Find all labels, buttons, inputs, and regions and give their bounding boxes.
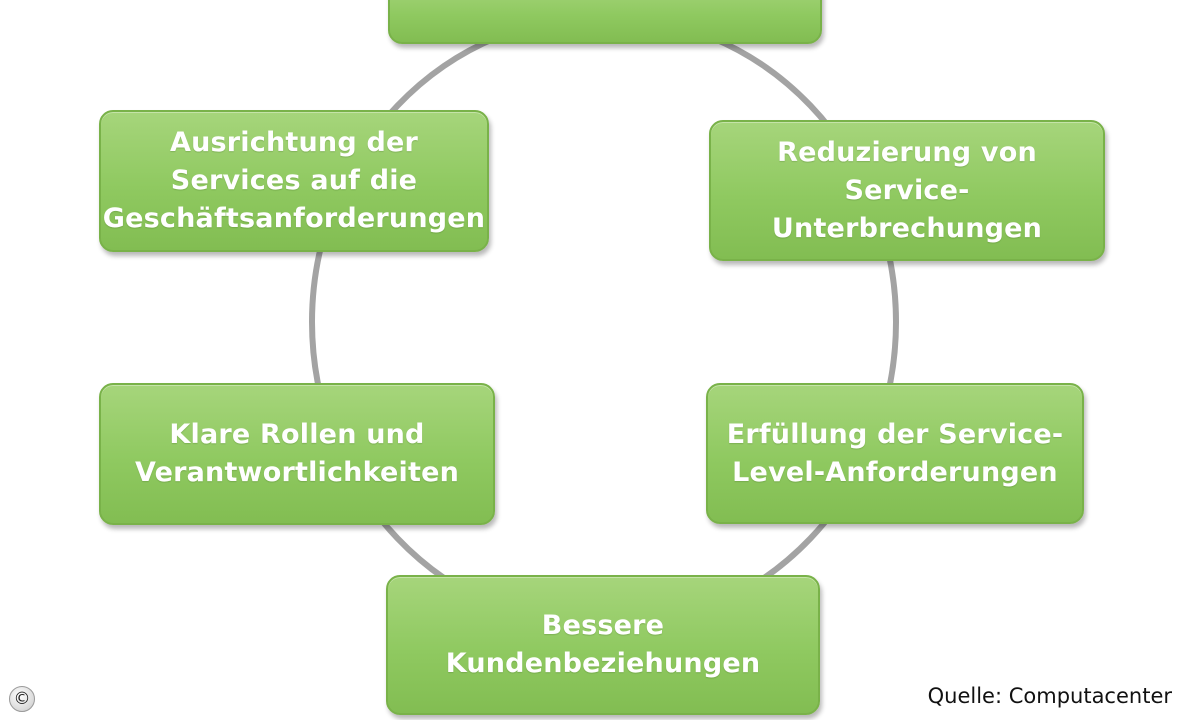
cycle-step-reduce-interruptions: Reduzierung von Service-Unterbrechungen [709, 120, 1105, 261]
source-caption: Quelle: Computacenter [927, 684, 1172, 708]
cycle-step-align-services-label: Ausrichtung der Services auf die Geschäf… [102, 127, 486, 234]
cycle-step-clear-roles: Klare Rollen und Verantwortlichkeiten [99, 383, 495, 525]
cycle-ring-ellipse [309, 13, 899, 631]
cycle-step-service-levels-label: Erfüllung der Service- Level-Anforderung… [726, 418, 1064, 488]
cycle-step-customer-relations: Bessere Kundenbeziehungen [386, 575, 820, 715]
cycle-step-customer-relations-label: Bessere Kundenbeziehungen [445, 610, 761, 679]
cycle-step-service-levels: Erfüllung der Service- Level-Anforderung… [706, 383, 1084, 524]
cycle-step-top [388, 0, 822, 44]
cycle-step-clear-roles-label: Klare Rollen und Verantwortlichkeiten [134, 419, 460, 488]
cycle-step-reduce-interruptions-label: Reduzierung von Service-Unterbrechungen [771, 136, 1043, 244]
cycle-step-align-services: Ausrichtung der Services auf die Geschäf… [99, 110, 489, 252]
copyright-icon: © [9, 686, 35, 712]
